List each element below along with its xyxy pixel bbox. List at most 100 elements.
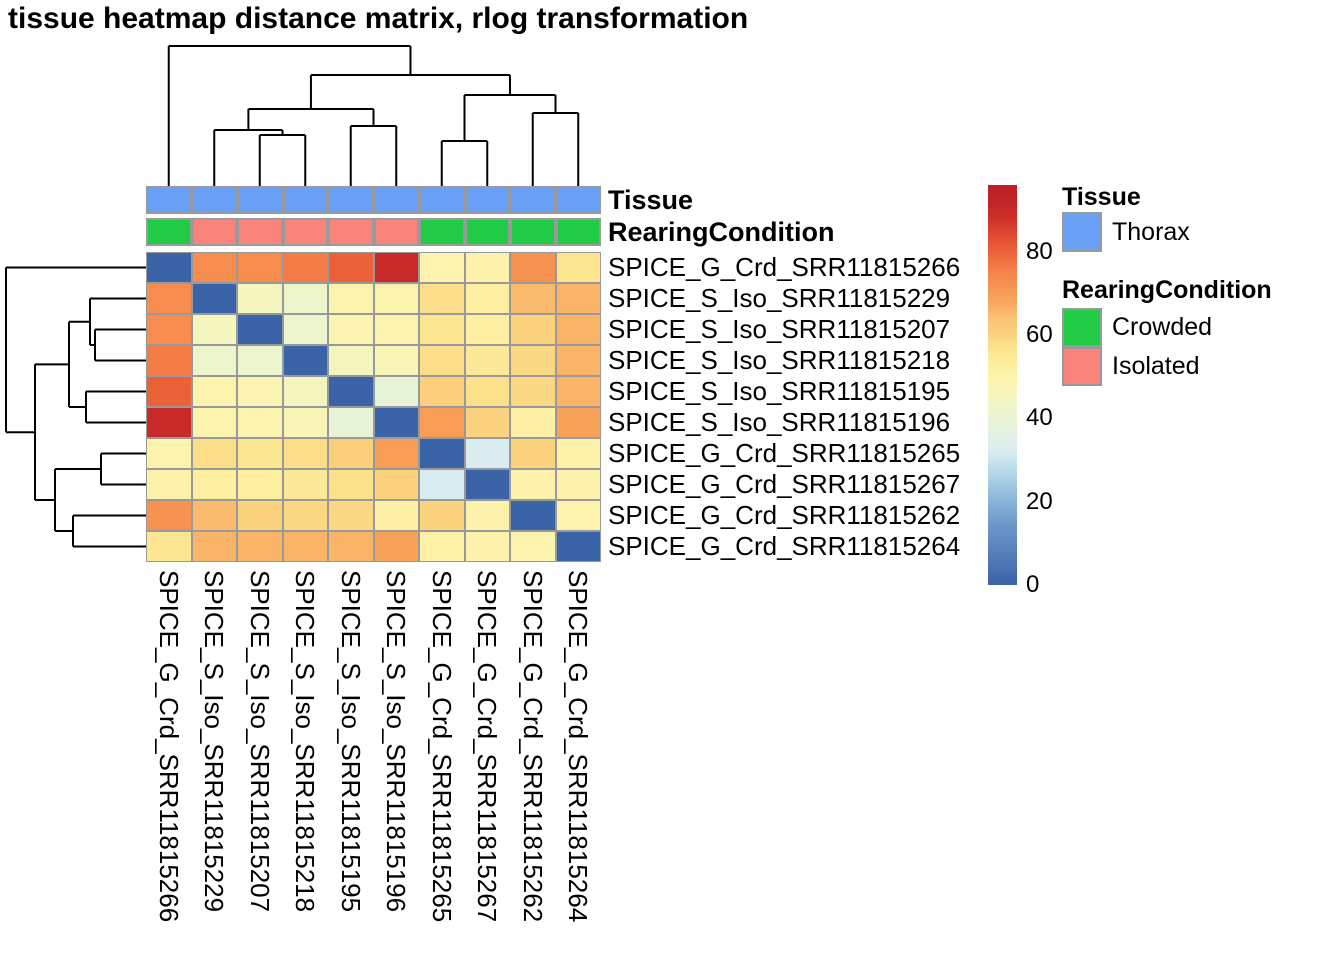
annotation-cell-thorax [237,186,283,214]
heatmap-cell [419,438,465,469]
heatmap-cell [464,252,510,283]
legend-rearing-title: RearingCondition [1062,276,1272,304]
heatmap-cell [373,252,419,283]
annotation-cell-thorax [328,186,374,214]
column-dendrogram [167,45,580,186]
column-label: SPICE_S_Iso_SRR11815195 [335,570,366,913]
heatmap-cell [510,469,556,500]
column-label: SPICE_S_Iso_SRR11815207 [244,570,275,913]
column-label: SPICE_S_Iso_SRR11815196 [381,570,412,913]
rearing-annotation-title: RearingCondition [608,217,835,247]
heatmap-cell [373,438,419,469]
heatmap-cell [191,407,237,438]
row-label: SPICE_S_Iso_SRR11815207 [608,314,951,344]
heatmap-cell [191,500,237,531]
heatmap-cell [555,314,601,345]
heatmap-cell [328,376,374,407]
heatmap-cell [419,500,465,531]
legend-tissue-title: Tissue [1062,183,1141,211]
heatmap-cell [419,376,465,407]
heatmap-cell [373,376,419,407]
annotation-cell-crowded [464,218,510,246]
heatmap-cell [419,469,465,500]
heatmap-cell [282,345,328,376]
heatmap-cell [328,531,374,562]
column-label: SPICE_G_Crd_SRR11815264 [563,570,594,923]
heatmap-cell [373,314,419,345]
heatmap-cell [282,376,328,407]
heatmap-cell [282,407,328,438]
heatmap-cell [555,500,601,531]
tissue-annotation-row [146,186,601,214]
heatmap-cell [419,407,465,438]
heatmap-cell [191,283,237,314]
annotation-cell-crowded [419,218,465,246]
heatmap-cell [146,438,192,469]
annotation-cell-crowded [146,218,192,246]
annotation-cell-thorax [282,186,328,214]
column-label: SPICE_S_Iso_SRR11815218 [290,570,321,913]
heatmap-cell [419,283,465,314]
row-label: SPICE_S_Iso_SRR11815195 [608,376,951,406]
colorbar-tick-label: 80 [1026,237,1053,265]
row-label: SPICE_G_Crd_SRR11815266 [608,252,961,282]
heatmap-cell [282,500,328,531]
heatmap-cell [464,531,510,562]
column-label: SPICE_S_Iso_SRR11815229 [199,570,230,913]
annotation-cell-isolated [328,218,374,246]
heatmap-cell [464,314,510,345]
heatmap-cell [282,438,328,469]
column-label: SPICE_G_Crd_SRR11815265 [426,570,457,923]
heatmap-cell [146,500,192,531]
heatmap-cell [191,314,237,345]
heatmap-cell [328,469,374,500]
annotation-cell-isolated [282,218,328,246]
heatmap-cell [237,252,283,283]
heatmap-cell [282,314,328,345]
heatmap-cell [146,345,192,376]
annotation-cell-crowded [555,218,601,246]
annotation-cell-crowded [510,218,556,246]
colorbar-tick-label: 60 [1026,321,1053,348]
legend-swatch-isolated [1062,347,1102,386]
rearing-annotation-row [146,218,601,246]
annotation-cell-thorax [419,186,465,214]
column-label: SPICE_G_Crd_SRR11815262 [517,570,548,923]
heatmap-cell [237,345,283,376]
annotation-cell-thorax [373,186,419,214]
colorbar [988,185,1017,585]
annotation-cell-thorax [510,186,556,214]
heatmap-cell [419,252,465,283]
heatmap-cell [555,283,601,314]
heatmap-cell [555,252,601,283]
colorbar-tick-label: 40 [1026,404,1053,432]
heatmap-cell [191,376,237,407]
annotation-cell-isolated [373,218,419,246]
heatmap-cell [237,314,283,345]
heatmap-cell [555,469,601,500]
column-label: SPICE_G_Crd_SRR11815267 [472,570,503,923]
row-label: SPICE_G_Crd_SRR11815267 [608,469,961,499]
heatmap-cell [282,283,328,314]
heatmap-cell [555,345,601,376]
heatmap-cell [237,283,283,314]
heatmap-cell [373,531,419,562]
heatmap-cell [146,252,192,283]
heatmap-cell [464,500,510,531]
row-label: SPICE_S_Iso_SRR11815229 [608,283,951,313]
heatmap-cell [510,438,556,469]
heatmap-cell [146,469,192,500]
heatmap-cell [555,376,601,407]
heatmap-cell [146,407,192,438]
heatmap-cell [146,376,192,407]
heatmap-cell [510,531,556,562]
annotation-cell-isolated [191,218,237,246]
heatmap-cell [510,376,556,407]
heatmap-cell [510,252,556,283]
heatmap-cell [282,252,328,283]
annotation-cell-thorax [464,186,510,214]
colorbar-tick-label: 20 [1026,487,1053,515]
annotation-cell-thorax [146,186,192,214]
heatmap-cell [328,283,374,314]
